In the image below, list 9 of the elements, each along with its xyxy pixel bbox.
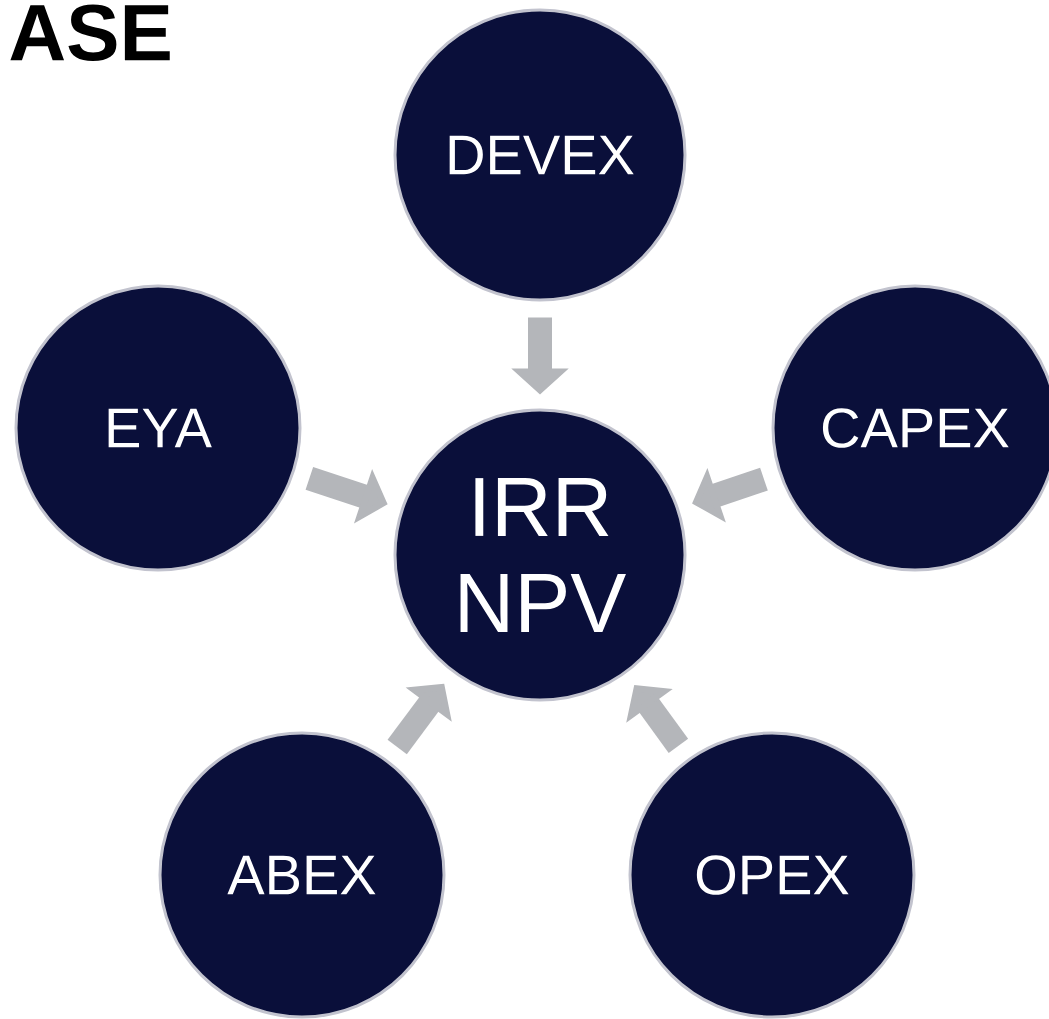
circle-node: CAPEX xyxy=(771,284,1049,572)
block-arrow xyxy=(692,467,768,523)
block-arrow xyxy=(626,685,689,753)
title: ASE xyxy=(10,4,170,62)
circle-node: OPEX xyxy=(628,731,916,1019)
circle-node: EYA xyxy=(14,284,302,572)
circle-node: DEVEX xyxy=(393,8,687,302)
circle-node: ABEX xyxy=(158,731,446,1019)
circle-node: IRR NPV xyxy=(393,408,687,702)
